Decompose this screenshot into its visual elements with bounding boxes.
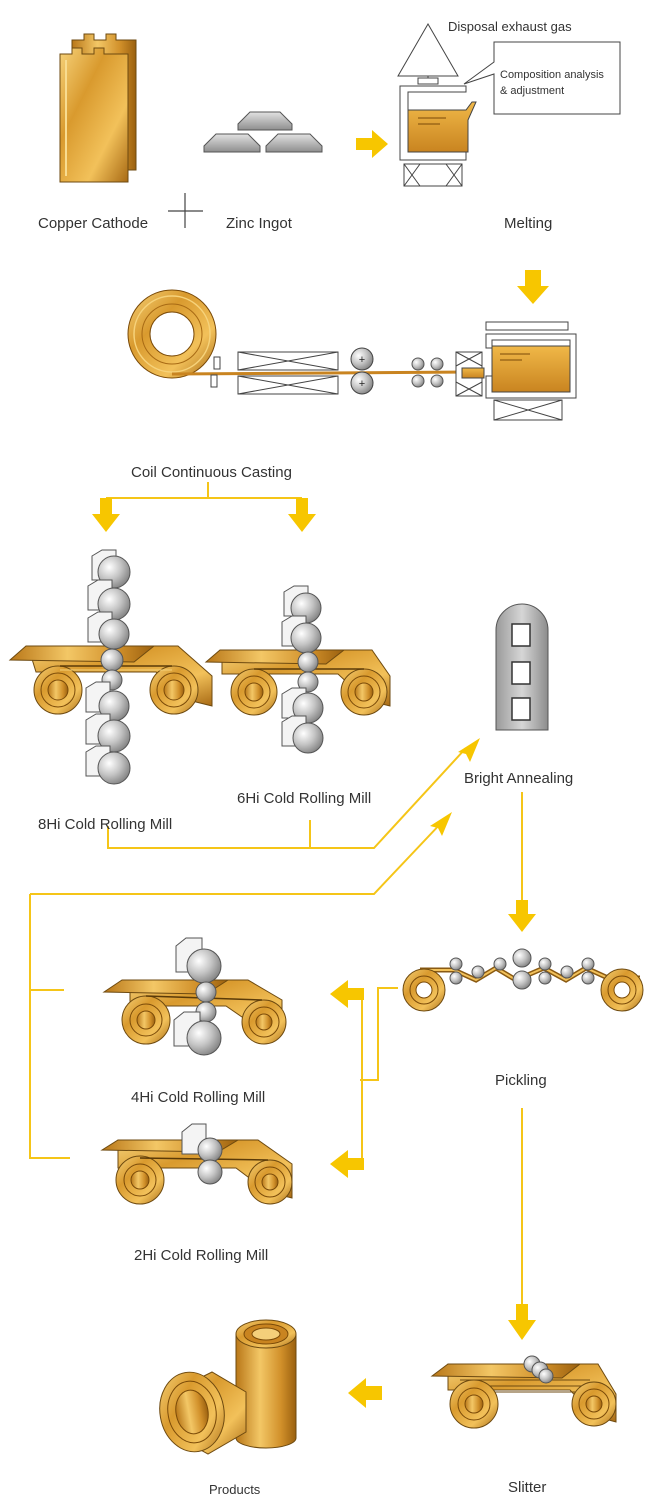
- holding-furnace-icon: [485, 321, 577, 421]
- arrow-down-icon-2: [508, 900, 536, 932]
- svg-text:+: +: [359, 354, 365, 366]
- arrow-down-icon-3: [508, 1304, 536, 1340]
- products-icon: [159, 1319, 297, 1455]
- copper-cathode-icon: [59, 33, 137, 183]
- pickling-line-icon: [402, 948, 644, 1012]
- slitter-icon: [430, 1355, 617, 1429]
- products-label: Products: [209, 1482, 261, 1497]
- arrow-left-icon-3: [348, 1378, 382, 1408]
- pickling-label: Pickling: [495, 1072, 547, 1089]
- coil-continuous-casting-label: Coil Continuous Casting: [131, 464, 292, 481]
- zinc-ingot-icon: [203, 111, 323, 153]
- composition-label-line1: Composition analysis: [500, 69, 604, 81]
- casting-coil-icon: [127, 289, 217, 379]
- slitter-label: Slitter: [508, 1479, 547, 1496]
- mill-4hi-label: 4Hi Cold Rolling Mill: [131, 1089, 266, 1106]
- casting-line-icon: + +: [171, 347, 485, 397]
- copper-cathode-label: Copper Cathode: [38, 215, 149, 232]
- composition-label-line2: & adjustment: [500, 85, 565, 97]
- mill-8hi-icon: [8, 549, 213, 785]
- bright-annealing-label: Bright Annealing: [464, 770, 574, 787]
- zinc-ingot-label: Zinc Ingot: [226, 215, 292, 232]
- mills-to-annealing-connector: [107, 747, 467, 849]
- mill-2hi-icon: [100, 1123, 293, 1205]
- mill-6hi-label: 6Hi Cold Rolling Mill: [237, 790, 372, 807]
- melting-label: Melting: [504, 215, 553, 232]
- composition-callout: [463, 41, 621, 115]
- arrow-left-icon-2: [330, 1150, 364, 1178]
- arrow-down-icon: [517, 270, 549, 304]
- arrow-up-right-icon: [458, 738, 480, 762]
- mill-6hi-icon: [204, 585, 391, 754]
- svg-text:+: +: [359, 378, 365, 390]
- disposal-exhaust-gas-label: Disposal exhaust gas: [448, 19, 572, 34]
- mill-2hi-label: 2Hi Cold Rolling Mill: [134, 1247, 269, 1264]
- left-loop-connector: [29, 819, 445, 1159]
- arrow-right-icon: [356, 130, 388, 158]
- mill-4hi-icon: [102, 937, 287, 1056]
- mill-8hi-label: 8Hi Cold Rolling Mill: [38, 816, 173, 833]
- arrow-left-icon: [330, 980, 364, 1008]
- casting-split-connector: [92, 482, 316, 532]
- plus-icon: [168, 193, 203, 228]
- pickling-to-mills-connector: [360, 987, 398, 1168]
- annealing-furnace-icon: [495, 603, 549, 731]
- melting-furnace-icon: [397, 22, 477, 187]
- arrow-up-right-icon-2: [430, 812, 452, 836]
